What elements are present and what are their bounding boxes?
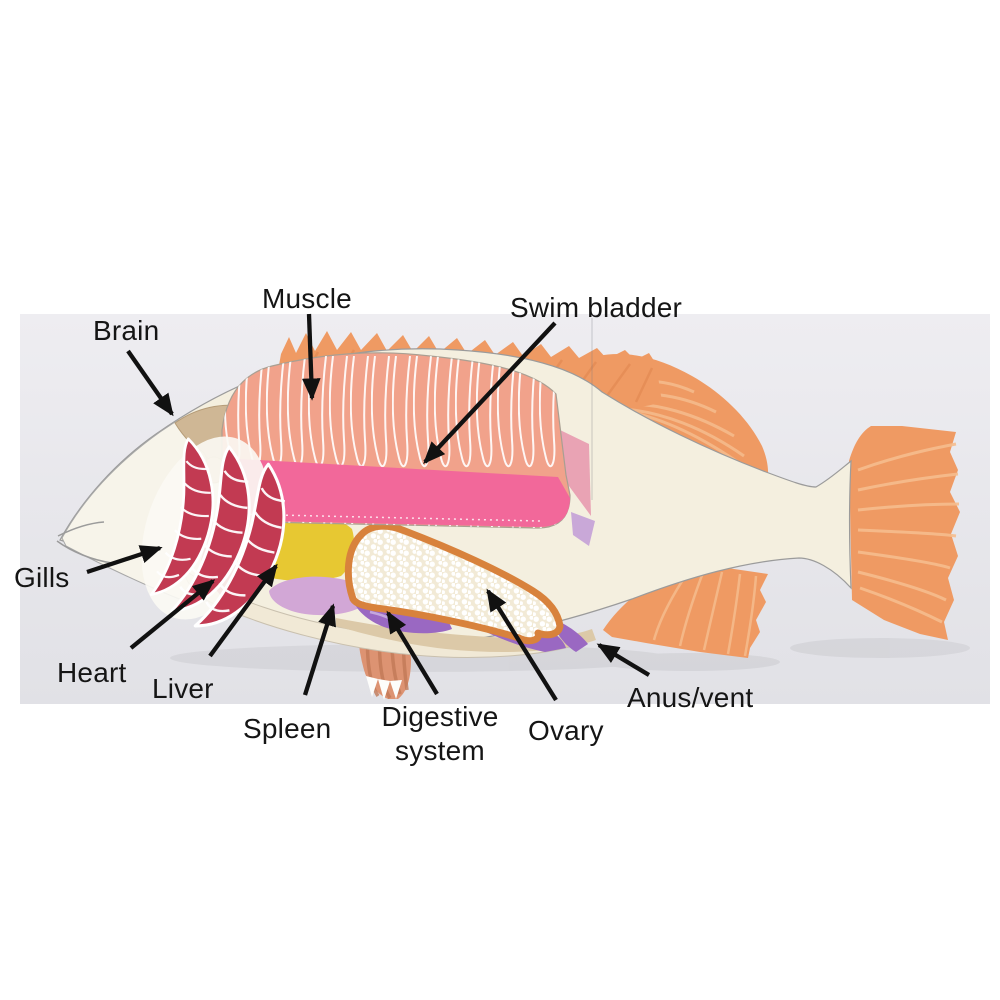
label-ovary: Ovary (528, 715, 604, 746)
tail-fin (849, 426, 960, 640)
gills-shape (141, 436, 313, 647)
arrow-heart (129, 579, 216, 650)
mouth-line (57, 521, 105, 537)
arrow-swim-bladder (423, 321, 557, 465)
arrow-muscle (301, 313, 321, 401)
label-swim-bladder: Swim bladder (510, 292, 683, 323)
label-heart: Heart (57, 657, 127, 688)
arrow-spleen (302, 603, 337, 696)
arrow-gills (86, 545, 163, 575)
label-spleen: Spleen (243, 713, 332, 744)
ovary-shape (344, 522, 564, 645)
arrow-anus-vent (596, 643, 651, 677)
spleen-shape (269, 576, 370, 616)
label-liver: Liver (152, 673, 214, 704)
label-gills: Gills (14, 562, 70, 593)
arrow-digestive (386, 610, 439, 696)
arrow-liver (208, 563, 278, 658)
anal-fin (603, 564, 768, 658)
label-muscle: Muscle (262, 283, 352, 314)
arrow-brain (126, 349, 174, 417)
side-wedges (560, 430, 595, 546)
label-digestive-system: Digestive system (381, 701, 499, 767)
swim-bladder-shape (223, 458, 570, 528)
label-anus-vent: Anus/vent (627, 682, 754, 713)
label-arrows (86, 313, 651, 702)
arrow-ovary (486, 588, 558, 702)
jaw-line (56, 540, 113, 564)
label-brain: Brain (93, 315, 160, 346)
